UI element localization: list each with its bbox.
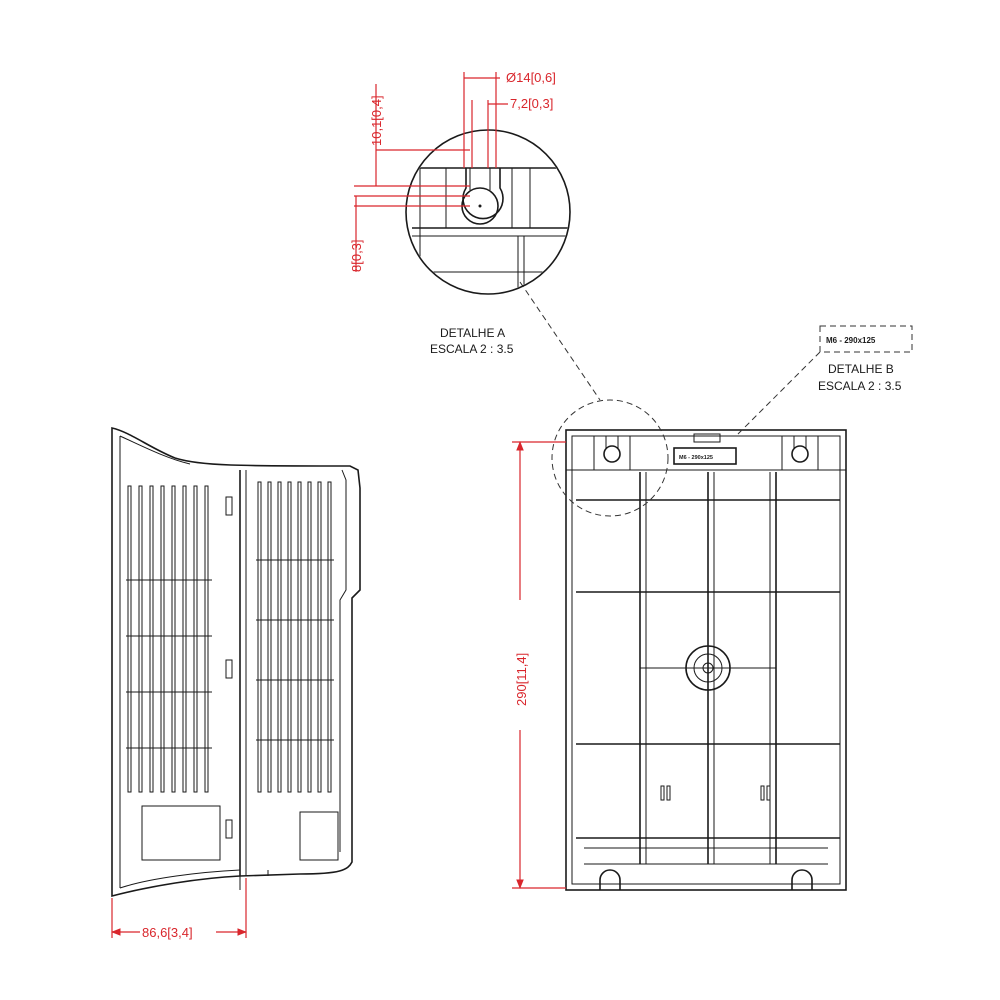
detail-b: M6 - 290x125 DETALHE B ESCALA 2 : 3.5 [735,325,913,437]
slot-top-dimension: 10,1[0,4] [369,95,384,146]
keyhole-left [593,435,631,471]
detail-a-scale: ESCALA 2 : 3.5 [430,342,514,356]
detail-b-tag-small: M6 - 290x125 [679,455,713,461]
detail-a-callout [551,399,669,517]
height-dimension: 290[11,4] [514,653,529,706]
vent-slots-left [126,485,212,793]
detail-a: Ø14[0,6] 7,2[0,3] 10,1[0,4] 8[0,3] DETAL… [349,70,571,356]
keyhole-right [781,435,819,471]
detail-b-scale: ESCALA 2 : 3.5 [818,379,902,393]
depth-dimension: 86,6[3,4] [142,925,193,940]
hole-diameter-dimension: Ø14[0,6] [506,70,556,85]
slot-bottom-dimension: 8[0,3] [349,239,364,272]
rear-view: M6 - 290x125 290[11,4] [512,429,847,891]
detail-a-title: DETALHE A [440,326,505,340]
side-view: 86,6[3,4] [111,427,361,940]
detail-b-tag: M6 - 290x125 [826,336,876,345]
vent-slots-right [256,481,334,793]
detail-b-title: DETALHE B [828,362,894,376]
slot-width-dimension: 7,2[0,3] [510,96,553,111]
